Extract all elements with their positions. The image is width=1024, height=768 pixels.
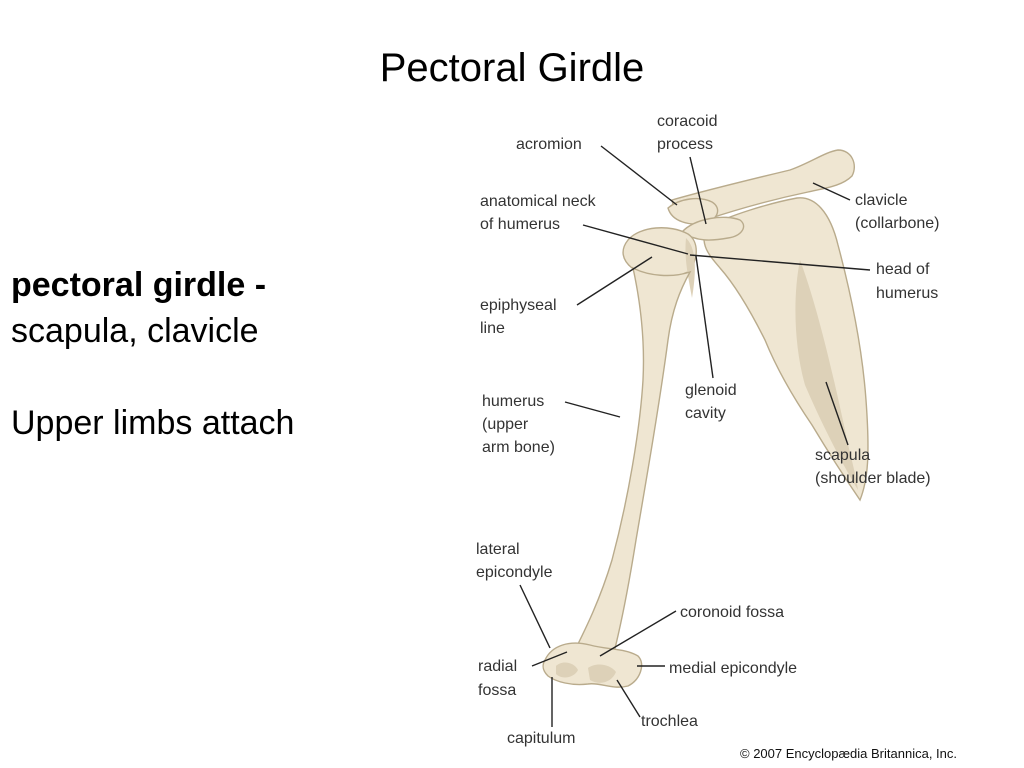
label-clavicle-1: clavicle	[855, 192, 908, 209]
label-humerus-2: (upper	[482, 416, 529, 433]
leader-glenoid	[695, 255, 714, 379]
label-medial-epicondyle: medial epicondyle	[669, 660, 797, 677]
acromion-bone	[667, 197, 719, 225]
label-humerus-3: arm bone)	[482, 439, 555, 456]
label-anatomical-neck-1: anatomical neck	[480, 193, 597, 210]
label-coronoid-fossa: coronoid fossa	[680, 604, 784, 621]
trochlea-shade	[588, 664, 616, 683]
leader-lateral-epicondyle	[519, 584, 551, 649]
label-epiphyseal-2: line	[480, 320, 505, 337]
label-epiphyseal-1: epiphyseal	[480, 297, 557, 314]
term-definition: scapula, clavicle	[11, 312, 259, 350]
label-lateral-epicondyle-1: lateral	[476, 541, 520, 558]
leader-acromion	[600, 145, 678, 206]
capitulum-shade	[556, 662, 578, 678]
label-radial-fossa-2: fossa	[478, 682, 516, 699]
label-scapula-1: scapula	[815, 447, 870, 464]
label-coracoid-1: coracoid	[657, 113, 717, 130]
leader-clavicle	[812, 182, 851, 201]
label-scapula-2: (shoulder blade)	[815, 470, 931, 487]
label-trochlea: trochlea	[641, 713, 698, 730]
leader-lines	[519, 145, 871, 727]
label-acromion: acromion	[516, 136, 582, 153]
leader-trochlea	[616, 679, 641, 718]
label-anatomical-neck-2: of humerus	[480, 216, 560, 233]
label-head-2: humerus	[876, 285, 938, 302]
diagram-labels: acromion coracoid process anatomical nec…	[476, 113, 957, 761]
note-upper-limbs: Upper limbs attach	[11, 404, 295, 442]
leader-coracoid	[689, 156, 707, 225]
label-capitulum: capitulum	[507, 730, 575, 747]
label-glenoid-2: cavity	[685, 405, 726, 422]
bones	[542, 149, 869, 688]
label-head-1: head of	[876, 261, 930, 278]
label-humerus-1: humerus	[482, 393, 544, 410]
label-lateral-epicondyle-2: epicondyle	[476, 564, 553, 581]
slide-title: Pectoral Girdle	[379, 46, 645, 90]
label-coracoid-2: process	[657, 136, 713, 153]
label-clavicle-2: (collarbone)	[855, 215, 939, 232]
leader-scapula	[825, 381, 849, 446]
leader-humerus	[564, 401, 621, 418]
leader-radial-fossa	[531, 651, 568, 667]
scapula-shade	[795, 260, 858, 490]
glenoid-region	[685, 238, 695, 298]
copyright-credit: © 2007 Encyclopædia Britannica, Inc.	[740, 746, 957, 761]
leader-head-of-humerus	[689, 254, 871, 271]
label-glenoid-1: glenoid	[685, 382, 737, 399]
coracoid-bone	[680, 216, 745, 241]
body-text: pectoral girdle - scapula, clavicle Uppe…	[11, 262, 381, 446]
leader-anatomical-neck	[582, 224, 689, 255]
humerus-shaft	[573, 266, 692, 661]
term-pectoral-girdle: pectoral girdle -	[11, 266, 267, 304]
label-radial-fossa-1: radial	[478, 658, 517, 675]
leader-coronoid	[599, 610, 677, 657]
leader-epiphyseal	[576, 256, 653, 306]
